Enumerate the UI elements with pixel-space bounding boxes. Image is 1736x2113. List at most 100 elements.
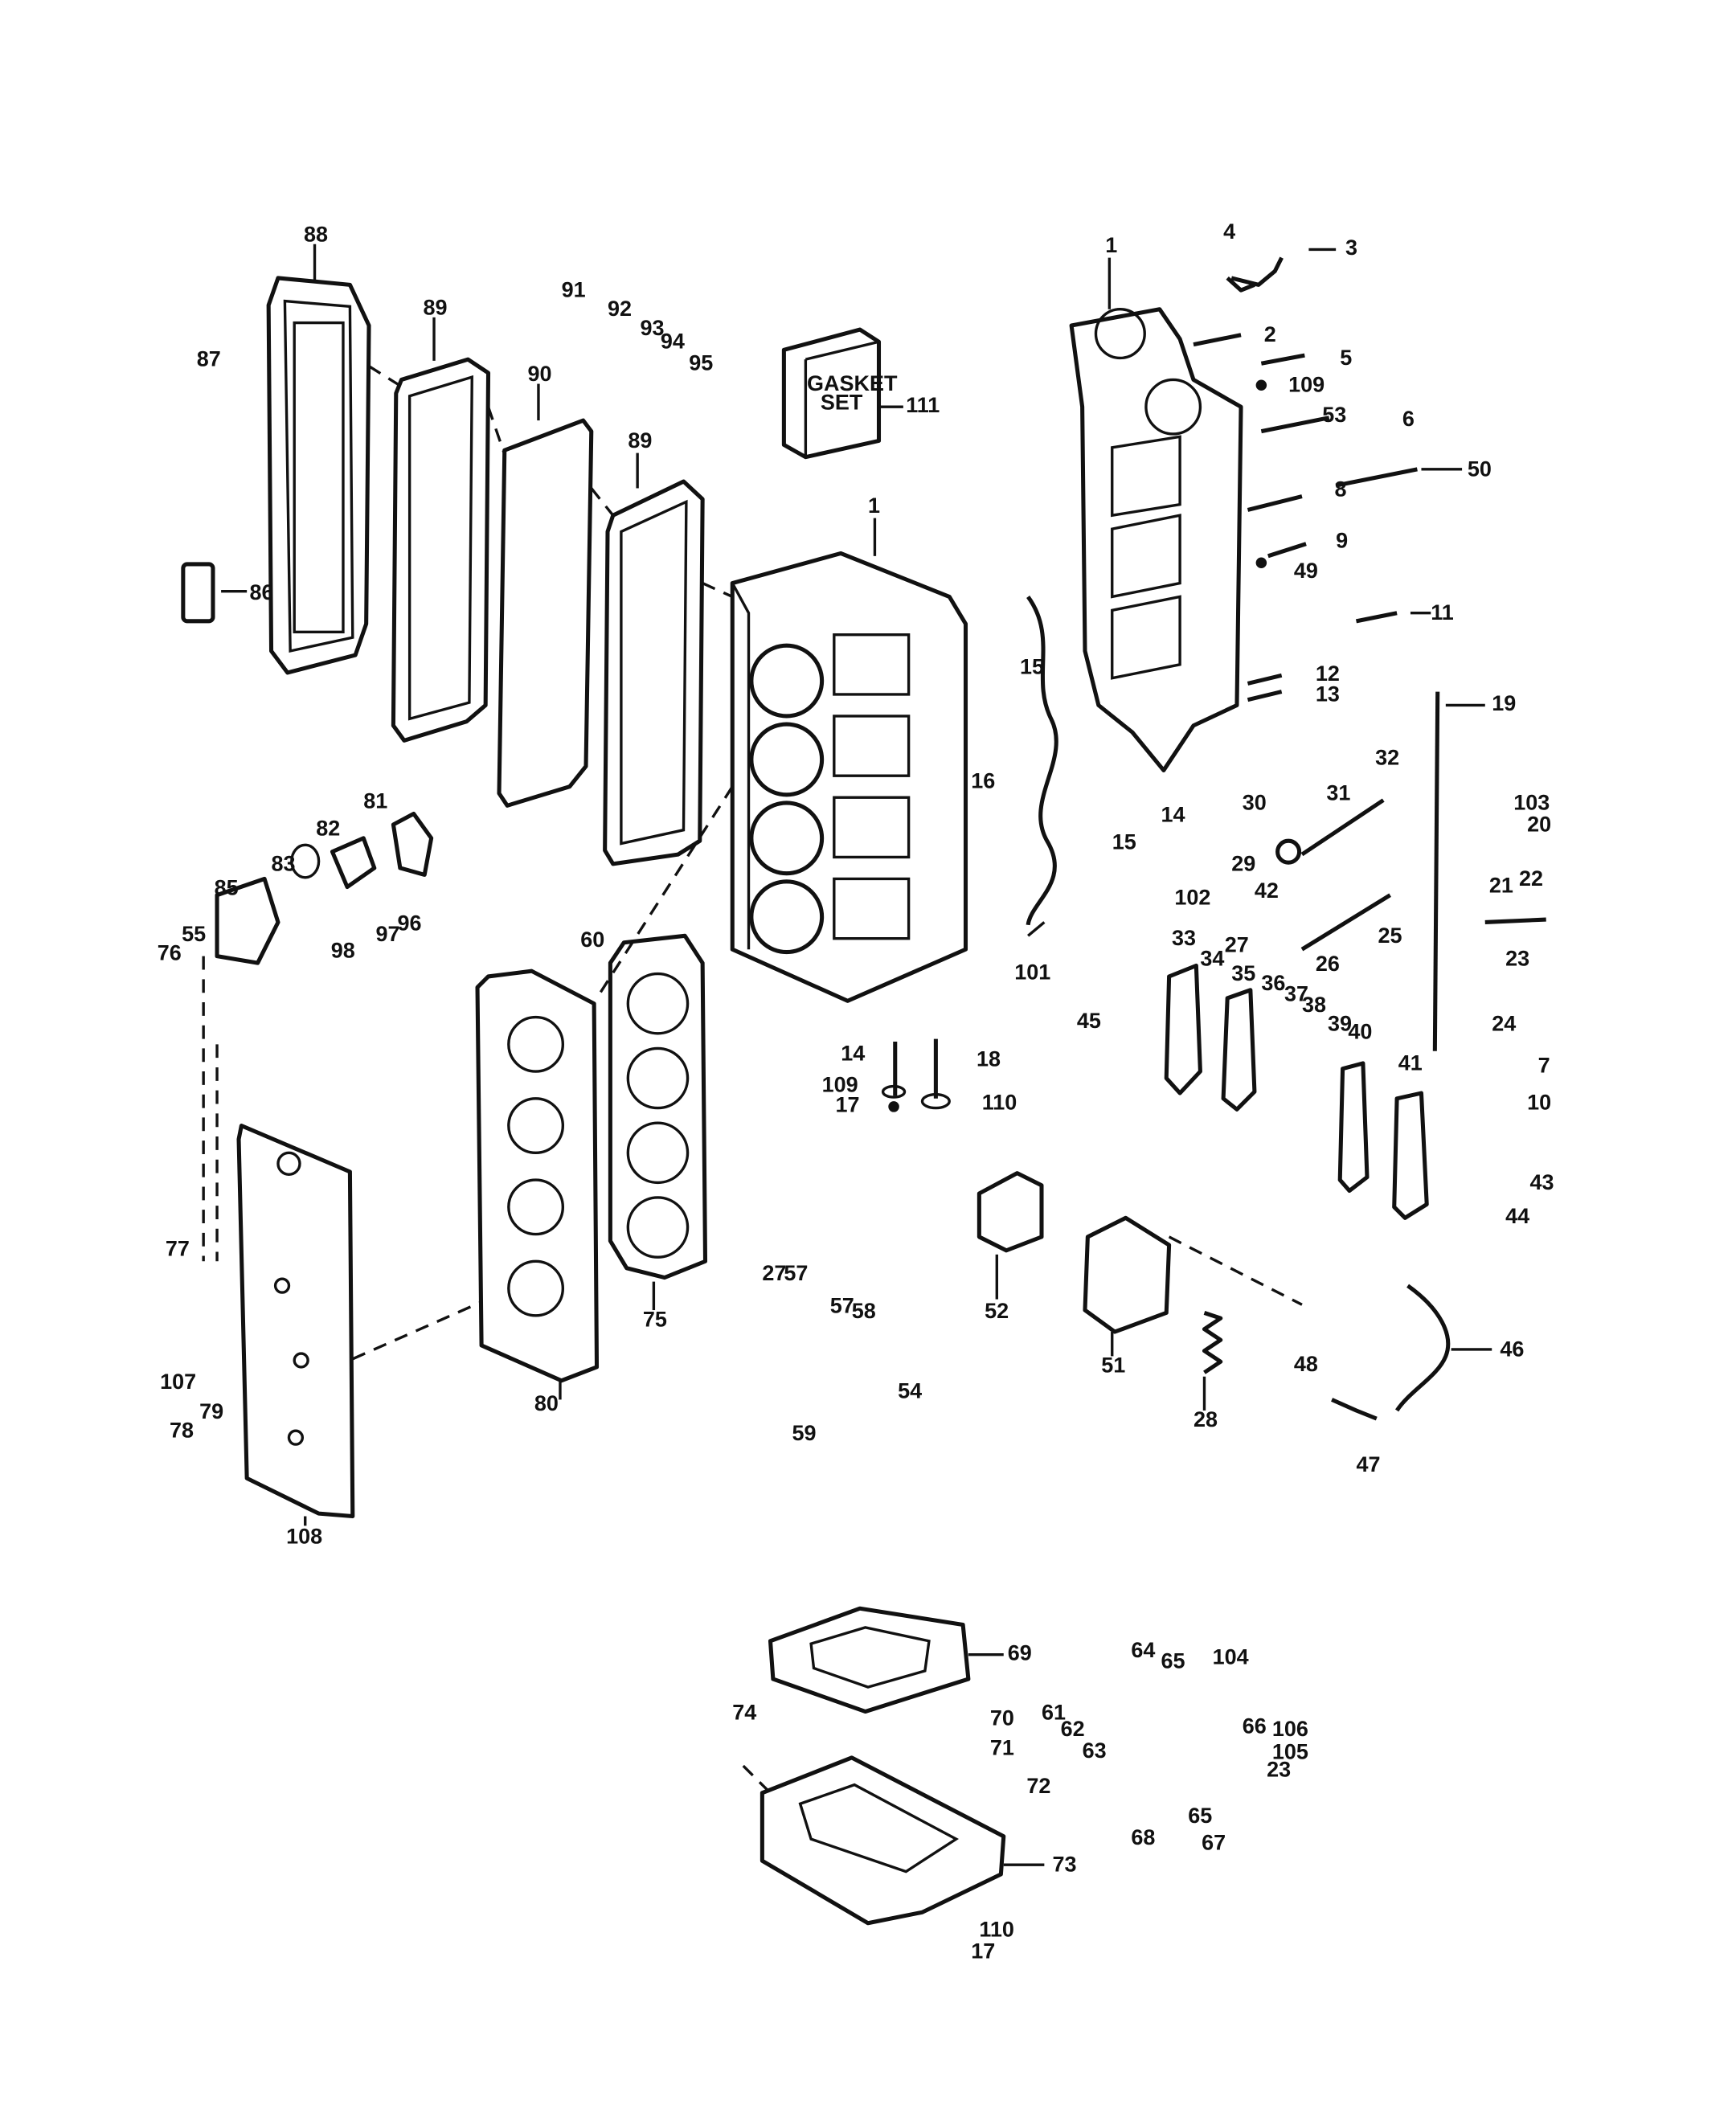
label-3: 3 bbox=[1345, 235, 1357, 260]
bolts-upper-right bbox=[1193, 333, 1418, 702]
label-26: 26 bbox=[1316, 952, 1340, 976]
label-108: 108 bbox=[286, 1524, 322, 1548]
label-74: 74 bbox=[732, 1701, 756, 1725]
label-31: 31 bbox=[1326, 781, 1350, 805]
label-87: 87 bbox=[197, 347, 221, 371]
label-110-center: 110 bbox=[982, 1090, 1017, 1114]
label-13: 13 bbox=[1316, 682, 1340, 706]
label-83: 83 bbox=[272, 851, 296, 875]
hose-46 bbox=[1394, 1284, 1451, 1412]
label-82: 82 bbox=[316, 816, 340, 840]
label-66: 66 bbox=[1243, 1714, 1267, 1738]
label-47: 47 bbox=[1356, 1452, 1380, 1476]
label-30: 30 bbox=[1243, 790, 1267, 814]
label-39: 39 bbox=[1328, 1011, 1352, 1035]
label-105: 105 bbox=[1272, 1740, 1308, 1764]
label-21: 21 bbox=[1489, 873, 1513, 897]
label-111: 111 bbox=[906, 393, 940, 417]
label-69: 69 bbox=[1008, 1640, 1032, 1665]
gasket-set-box: GASKET SET bbox=[781, 327, 898, 460]
label-20: 20 bbox=[1527, 812, 1551, 836]
label-53: 53 bbox=[1322, 403, 1346, 427]
label-48: 48 bbox=[1294, 1352, 1318, 1376]
label-52: 52 bbox=[985, 1299, 1009, 1323]
label-1-crankcase: 1 bbox=[1105, 233, 1117, 257]
label-64: 64 bbox=[1131, 1638, 1155, 1662]
part-labels: 1 1 2 3 4 5 6 7 8 9 10 11 12 13 14 14 15… bbox=[158, 219, 1554, 1964]
label-7: 7 bbox=[1538, 1054, 1550, 1078]
label-14-right: 14 bbox=[1161, 803, 1185, 827]
label-42: 42 bbox=[1255, 878, 1279, 903]
label-27-right: 27 bbox=[1225, 933, 1249, 957]
label-109-center: 109 bbox=[822, 1072, 858, 1096]
spring-28 bbox=[1202, 1311, 1223, 1374]
label-25: 25 bbox=[1378, 923, 1402, 948]
label-89-lower: 89 bbox=[628, 428, 652, 452]
label-15-upper: 15 bbox=[1020, 655, 1044, 679]
label-19: 19 bbox=[1492, 691, 1516, 715]
bracket-4 bbox=[1226, 256, 1284, 293]
label-23-right: 23 bbox=[1505, 946, 1529, 970]
label-59: 59 bbox=[792, 1421, 817, 1445]
label-2: 2 bbox=[1264, 322, 1276, 346]
gasket-set-line1: GASKET bbox=[807, 371, 898, 395]
label-27-left: 27 bbox=[762, 1261, 786, 1285]
label-104: 104 bbox=[1213, 1644, 1249, 1669]
label-55: 55 bbox=[182, 922, 206, 946]
label-33: 33 bbox=[1172, 926, 1196, 950]
label-37: 37 bbox=[1284, 981, 1308, 1005]
label-18: 18 bbox=[976, 1046, 1001, 1071]
label-70: 70 bbox=[990, 1706, 1014, 1730]
label-97: 97 bbox=[375, 922, 399, 946]
leader-lines bbox=[221, 244, 1492, 1866]
label-109-top: 109 bbox=[1288, 373, 1325, 397]
gasket-89-upper bbox=[391, 357, 491, 743]
label-58: 58 bbox=[852, 1299, 876, 1323]
label-43: 43 bbox=[1529, 1170, 1554, 1194]
label-8: 8 bbox=[1334, 477, 1346, 502]
label-107: 107 bbox=[160, 1370, 196, 1394]
label-103: 103 bbox=[1513, 790, 1550, 814]
label-15-lower: 15 bbox=[1112, 829, 1136, 854]
label-93: 93 bbox=[641, 316, 665, 340]
label-6: 6 bbox=[1402, 407, 1415, 431]
label-65-bottom: 65 bbox=[1188, 1804, 1212, 1828]
label-68: 68 bbox=[1131, 1825, 1155, 1849]
label-78: 78 bbox=[170, 1419, 194, 1443]
label-81: 81 bbox=[363, 789, 387, 813]
throttle-linkage bbox=[1164, 691, 1546, 1220]
label-35: 35 bbox=[1231, 961, 1255, 985]
label-12: 12 bbox=[1316, 661, 1340, 686]
label-110-bottom: 110 bbox=[979, 1918, 1014, 1942]
label-98: 98 bbox=[331, 938, 355, 962]
label-57-left: 57 bbox=[784, 1261, 808, 1285]
label-80: 80 bbox=[534, 1391, 559, 1415]
label-51: 51 bbox=[1101, 1353, 1125, 1378]
label-46: 46 bbox=[1500, 1337, 1524, 1361]
plate-90 bbox=[497, 418, 594, 808]
cylinder-head-80 bbox=[475, 968, 600, 1383]
label-79: 79 bbox=[199, 1399, 223, 1423]
label-102: 102 bbox=[1174, 886, 1210, 910]
adapter-gasket-69 bbox=[768, 1606, 971, 1714]
label-94: 94 bbox=[661, 330, 685, 354]
cylinder-block bbox=[730, 551, 968, 1003]
label-29: 29 bbox=[1231, 851, 1255, 875]
label-96: 96 bbox=[397, 911, 421, 936]
label-67: 67 bbox=[1202, 1831, 1226, 1855]
crankcase bbox=[1069, 307, 1243, 772]
label-106: 106 bbox=[1272, 1717, 1308, 1741]
head-cover-108 bbox=[236, 1124, 355, 1519]
label-22: 22 bbox=[1519, 866, 1543, 891]
label-76: 76 bbox=[158, 941, 182, 965]
head-gasket-75 bbox=[608, 933, 708, 1280]
label-50: 50 bbox=[1468, 457, 1492, 481]
gasket-88 bbox=[266, 276, 371, 675]
label-1-block: 1 bbox=[868, 493, 880, 518]
label-62: 62 bbox=[1061, 1717, 1085, 1741]
label-90: 90 bbox=[527, 362, 551, 386]
label-54: 54 bbox=[898, 1379, 922, 1403]
label-63: 63 bbox=[1083, 1738, 1107, 1763]
label-11: 11 bbox=[1431, 600, 1454, 624]
label-40: 40 bbox=[1348, 1020, 1372, 1044]
